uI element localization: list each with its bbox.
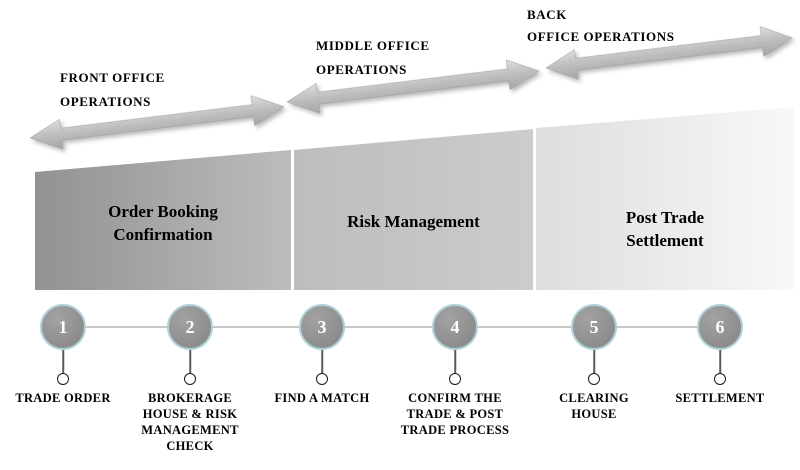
step-circle: 5 (571, 304, 617, 350)
step-label: BROKERAGE HOUSE & RISK MANAGEMENT CHECK (141, 391, 239, 453)
step-marker (588, 373, 600, 385)
step-stem (593, 350, 595, 373)
post-trade-title: Post Trade Settlement (625, 208, 705, 250)
step-stem (189, 350, 191, 373)
risk-management-title: Risk Management (347, 212, 480, 231)
timeline-line (63, 326, 720, 328)
middle-office-arrow (285, 54, 541, 119)
step-marker (57, 373, 69, 385)
step-marker (714, 373, 726, 385)
step-stem (719, 350, 721, 373)
step-circle: 1 (40, 304, 86, 350)
back-office-label: BACK OFFICE OPERATIONS (527, 7, 675, 44)
step-number: 1 (58, 317, 68, 337)
step-marker (316, 373, 328, 385)
double-arrow-icon (286, 59, 540, 114)
front-office-arrow (28, 90, 286, 155)
step-label: CLEARING HOUSE (559, 391, 629, 421)
step-label: FIND A MATCH (274, 391, 370, 405)
step-number: 5 (589, 317, 599, 337)
step-circle: 3 (299, 304, 345, 350)
double-arrow-icon (29, 95, 285, 150)
step-stem (62, 350, 64, 373)
step-circle: 4 (432, 304, 478, 350)
step-stem (321, 350, 323, 373)
step-marker (449, 373, 461, 385)
front-office-label: FRONT OFFICE OPERATIONS (60, 70, 165, 109)
order-booking-block (35, 150, 291, 290)
step-circle: 6 (697, 304, 743, 350)
back-office-arrow (544, 21, 794, 85)
step-label: CONFIRM THE TRADE & POST TRADE PROCESS (400, 391, 510, 437)
order-booking-title: Order Booking Confirmation (108, 202, 218, 244)
step-number: 2 (185, 317, 195, 337)
middle-office-label: MIDDLE OFFICE OPERATIONS (316, 38, 430, 77)
step-label: TRADE ORDER (15, 391, 111, 405)
step-label: SETTLEMENT (675, 391, 765, 405)
step-stem (454, 350, 456, 373)
step-circle: 2 (167, 304, 213, 350)
post-trade-block (536, 107, 794, 290)
step-number: 4 (450, 317, 460, 337)
step-number: 3 (317, 317, 327, 337)
step-marker (184, 373, 196, 385)
double-arrow-icon (545, 26, 793, 80)
risk-management-block (294, 129, 533, 290)
step-number: 6 (715, 317, 725, 337)
